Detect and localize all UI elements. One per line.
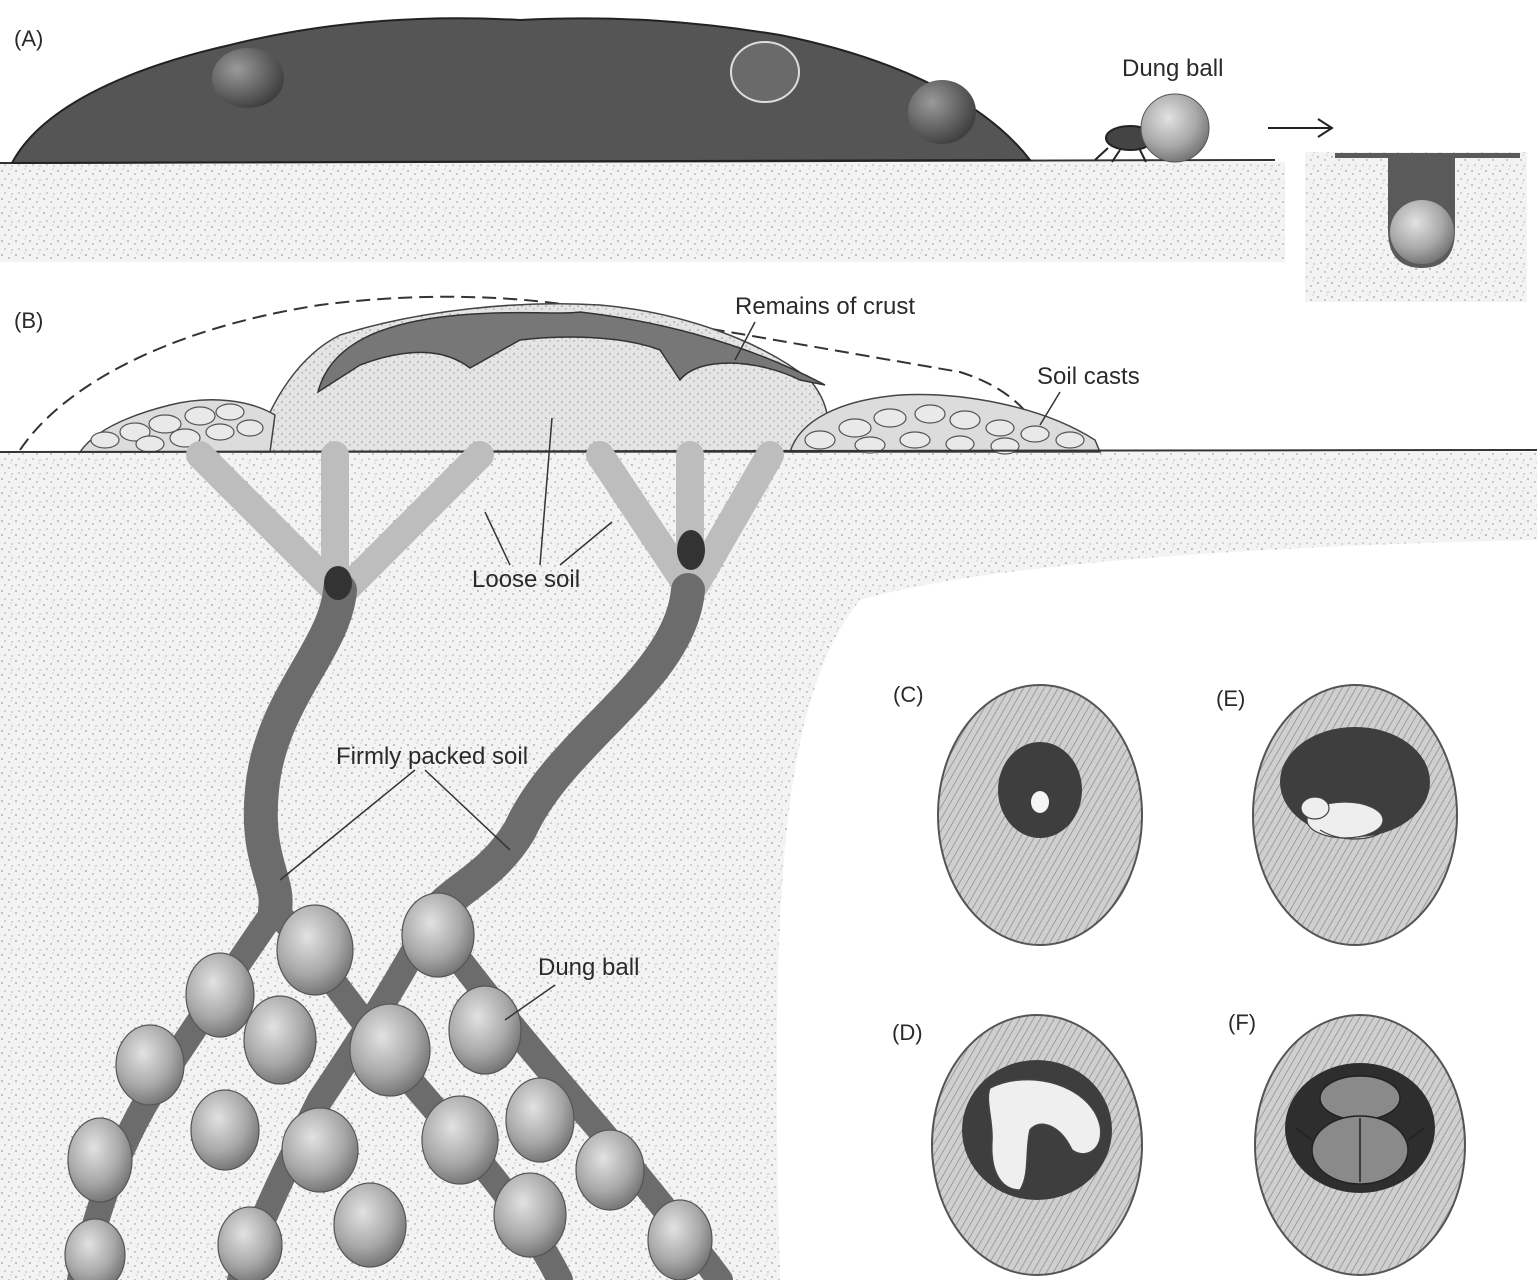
dung-ball-bottom-label: Dung ball: [538, 954, 639, 981]
dung-pat-ball-left: [212, 48, 284, 108]
dung-ball-top-label: Dung ball: [1122, 55, 1223, 82]
panel-e-label: (E): [1216, 686, 1245, 711]
brood-chamber-c: [998, 742, 1082, 838]
egg-c: [1031, 791, 1049, 813]
firmly-packed-soil-label: Firmly packed soil: [336, 743, 528, 770]
dung-pat: [12, 18, 1030, 163]
panel-a: (A) Dung ball: [0, 18, 1527, 302]
buried-dung-ball: [1390, 200, 1454, 264]
rolled-dung-ball: [1141, 94, 1209, 162]
panel-e: (E): [1216, 685, 1457, 945]
arrow-icon: [1268, 119, 1332, 137]
panel-d: (D): [892, 1015, 1142, 1275]
panel-c: (C): [893, 682, 1142, 945]
remains-of-crust-label: Remains of crust: [735, 293, 915, 320]
loose-soil-label: Loose soil: [472, 566, 580, 593]
panel-b-label: (B): [14, 308, 43, 333]
panel-f: (F): [1228, 1010, 1465, 1275]
dung-pat-ball-beetle: [731, 42, 799, 102]
dung-ball-shallow-left: [324, 566, 352, 600]
panel-a-ground: [0, 162, 1285, 262]
dung-ball-shallow-right: [677, 530, 705, 570]
panel-d-label: (D): [892, 1020, 923, 1045]
panel-c-label: (C): [893, 682, 924, 707]
panel-a-label: (A): [14, 26, 43, 51]
dung-pat-ball-right: [908, 80, 976, 144]
panel-f-label: (F): [1228, 1010, 1256, 1035]
soil-casts-label: Soil casts: [1037, 363, 1140, 390]
